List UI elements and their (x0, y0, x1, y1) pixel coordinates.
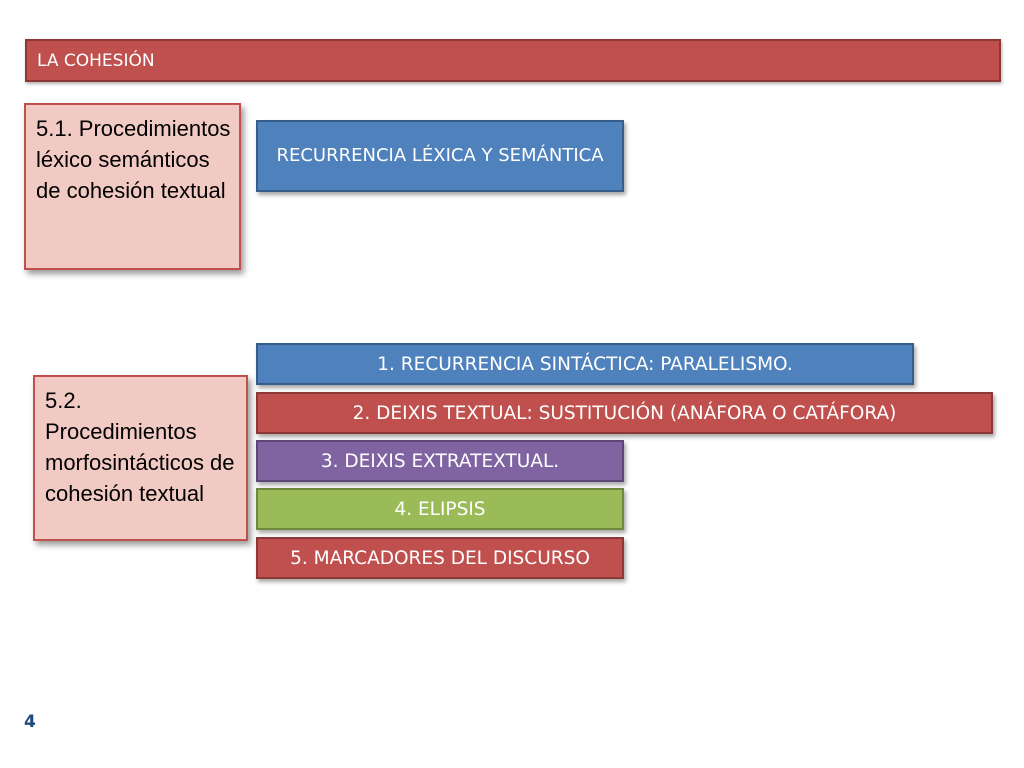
item-label: 2. DEIXIS TEXTUAL: SUSTITUCIÓN (ANÁFORA … (352, 402, 897, 424)
item-recurrencia-lexica-semantica: RECURRENCIA LÉXICA Y SEMÁNTICA (256, 120, 624, 192)
item-deixis-textual: 2. DEIXIS TEXTUAL: SUSTITUCIÓN (ANÁFORA … (256, 392, 993, 434)
item-label: 5. MARCADORES DEL DISCURSO (290, 547, 590, 569)
section-5-2-heading-box: 5.2. Procedimientos morfosintácticos de … (33, 375, 248, 541)
section-5-1-heading: 5.1. Procedimientos léxico semánticos de… (36, 116, 231, 203)
item-label: 4. ELIPSIS (394, 498, 486, 520)
section-5-1-heading-box: 5.1. Procedimientos léxico semánticos de… (24, 103, 241, 270)
section-5-2-heading: 5.2. Procedimientos morfosintácticos de … (45, 388, 235, 506)
slide-title: LA COHESIÓN (37, 50, 155, 71)
item-label: RECURRENCIA LÉXICA Y SEMÁNTICA (276, 145, 604, 166)
item-label: 3. DEIXIS EXTRATEXTUAL. (320, 450, 560, 472)
item-marcadores-del-discurso: 5. MARCADORES DEL DISCURSO (256, 537, 624, 579)
slide-title-bar: LA COHESIÓN (25, 39, 1001, 82)
item-label: 1. RECURRENCIA SINTÁCTICA: PARALELISMO. (377, 353, 793, 375)
page-number: 4 (24, 712, 36, 732)
item-recurrencia-sintactica: 1. RECURRENCIA SINTÁCTICA: PARALELISMO. (256, 343, 914, 385)
item-deixis-extratextual: 3. DEIXIS EXTRATEXTUAL. (256, 440, 624, 482)
item-elipsis: 4. ELIPSIS (256, 488, 624, 530)
